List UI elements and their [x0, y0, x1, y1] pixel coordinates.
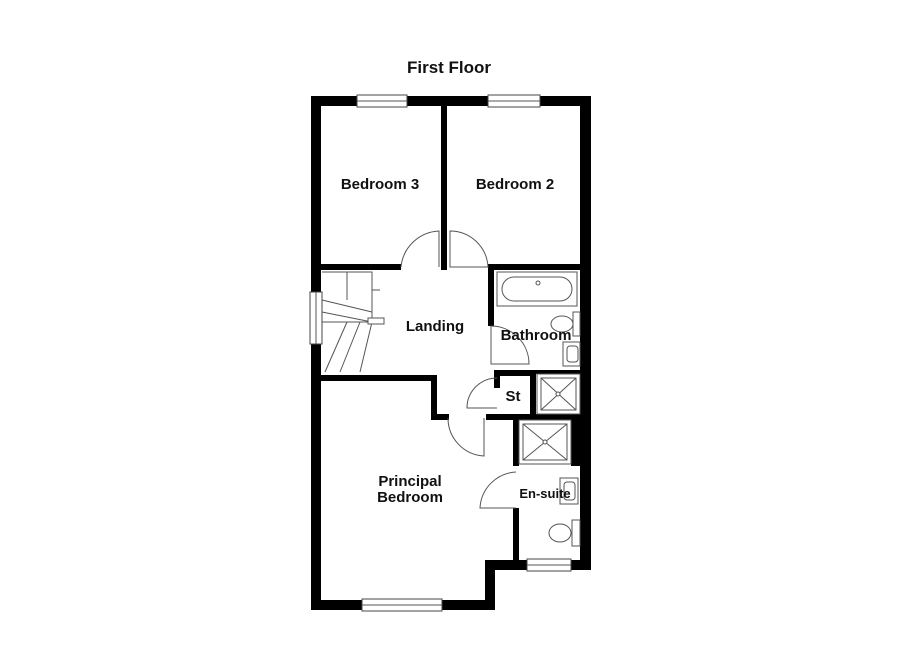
- doors: [400, 230, 530, 509]
- door-principal: [447, 417, 485, 457]
- label-ensuite: En-suite: [519, 486, 570, 501]
- door-bedroom3: [400, 230, 440, 268]
- bathroom-fixtures: [496, 271, 581, 415]
- label-principal-line1: Principal: [378, 473, 441, 490]
- floor-title: First Floor: [407, 58, 491, 77]
- door-store: [466, 377, 498, 409]
- label-landing: Landing: [406, 318, 464, 335]
- ensuite-fixtures: [518, 419, 581, 547]
- stairs: [321, 271, 385, 373]
- toilet-icon: [572, 311, 581, 337]
- interior-walls: [321, 106, 580, 566]
- room-labels: Bedroom 3 Bedroom 2 Landing Bathroom St …: [341, 176, 572, 506]
- windows: [309, 94, 572, 612]
- door-bathroom: [490, 325, 530, 365]
- label-bathroom: Bathroom: [501, 327, 572, 344]
- label-bedroom2: Bedroom 2: [476, 176, 554, 193]
- label-principal-line2: Bedroom: [377, 489, 443, 506]
- ensuite-toilet-icon: [571, 519, 581, 547]
- label-bedroom3: Bedroom 3: [341, 176, 419, 193]
- door-bedroom2: [449, 230, 489, 268]
- label-store: St: [506, 388, 521, 405]
- door-ensuite: [479, 471, 517, 509]
